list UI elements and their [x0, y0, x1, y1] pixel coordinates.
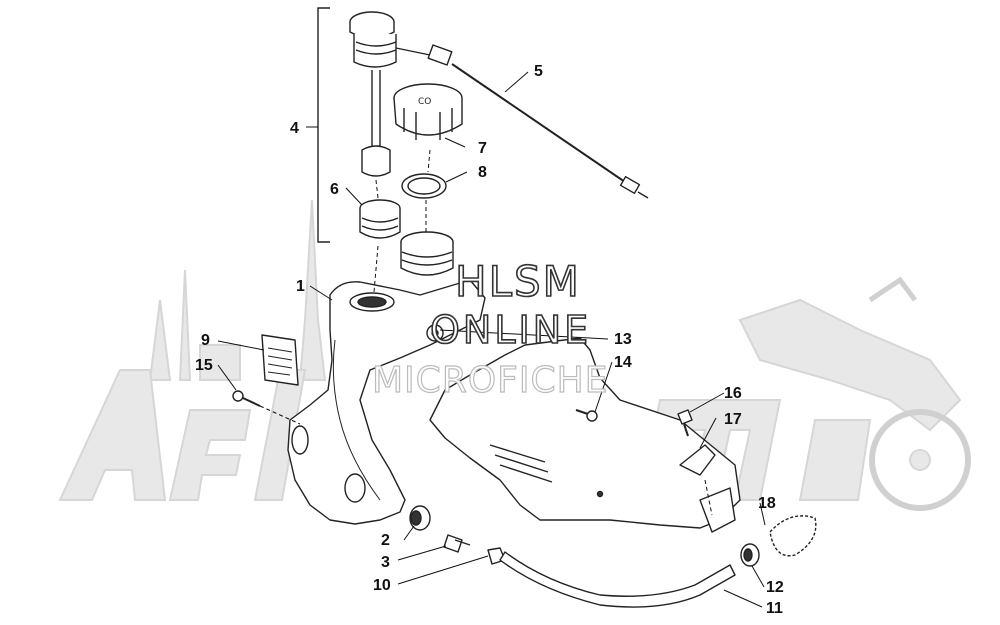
filler-neck [400, 231, 454, 276]
cap-o-ring [401, 173, 447, 199]
fuel-hose [499, 551, 736, 608]
callout-10: 10 [373, 577, 391, 594]
callout-13: 13 [614, 331, 632, 348]
gas-cap: CO [393, 83, 463, 140]
callout-1: 1 [296, 278, 305, 295]
callout-5: 5 [534, 63, 543, 80]
callout-labels: 1 2 3 4 5 6 7 8 9 10 11 12 13 14 15 16 1… [195, 63, 784, 617]
callout-14: 14 [614, 354, 632, 371]
watermark-line3: MICROFICHE [372, 360, 608, 401]
callout-12: 12 [766, 579, 784, 596]
fuel-tank-assembly: CO [232, 7, 817, 608]
callout-7: 7 [478, 140, 487, 157]
callout-2: 2 [381, 532, 390, 549]
callout-17: 17 [724, 411, 742, 428]
screw-14 [575, 409, 598, 422]
tank-grommet [409, 505, 431, 531]
callout-6: 6 [330, 181, 339, 198]
callout-11: 11 [766, 600, 783, 617]
bracket-4 [317, 7, 330, 243]
screw-15 [232, 390, 261, 407]
leader-lines [217, 71, 766, 608]
callout-8: 8 [478, 164, 487, 181]
svg-text:CO: CO [418, 97, 431, 107]
callout-16: 16 [724, 385, 742, 402]
watermark: HLSM ONLINE MICROFICHE [371, 256, 608, 401]
vent-grommet [740, 543, 760, 567]
callout-4: 4 [290, 120, 299, 137]
fuel-fitting [443, 534, 471, 553]
callout-15: 15 [195, 357, 213, 374]
callout-9: 9 [201, 332, 210, 349]
warning-decal [261, 334, 299, 386]
mounting-bracket [679, 444, 716, 476]
callout-3: 3 [381, 554, 390, 571]
watermark-line1: HLSM [455, 257, 581, 306]
callout-18: 18 [758, 495, 776, 512]
vent-filter [769, 515, 817, 557]
fuel-sender-unit [349, 11, 397, 177]
bolt-16 [677, 409, 693, 437]
sender-gasket [359, 199, 401, 239]
sender-wire-harness [395, 44, 649, 199]
watermark-line2: ONLINE [430, 308, 591, 352]
background-logo [58, 199, 971, 511]
tank-skid-plate [429, 337, 741, 529]
